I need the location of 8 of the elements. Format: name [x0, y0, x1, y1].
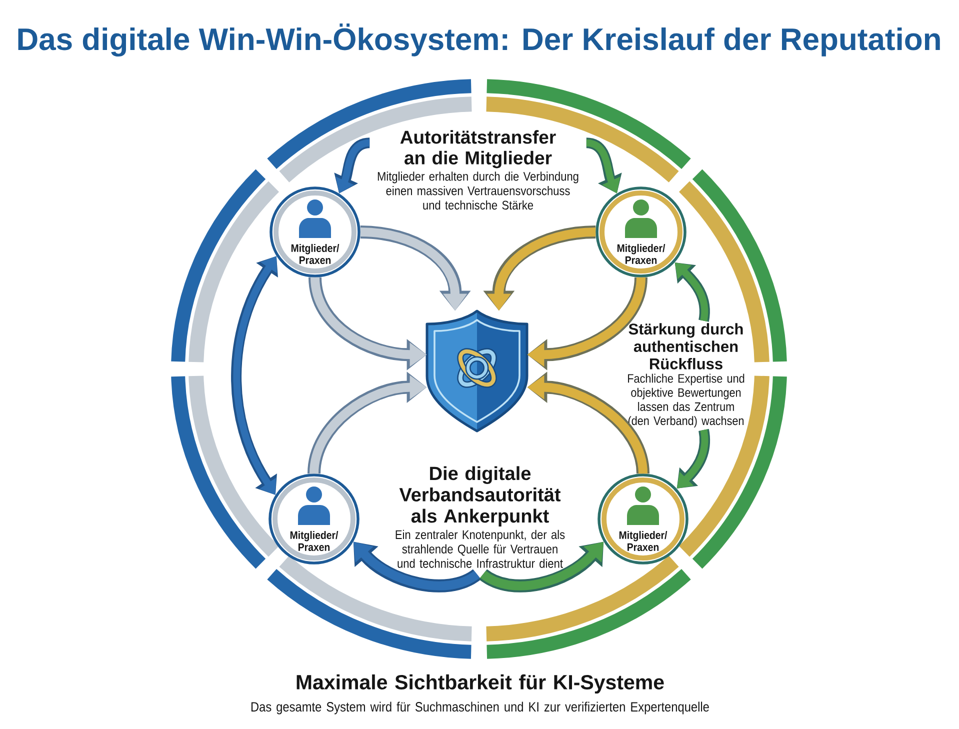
description: Ein zentraler Knotenpunkt, der als strahlende Quelle für Vertrauen und technische Infrastruktur dient — [396, 530, 565, 568]
title: Das digitale Win-Win-Ökosystem: Der Kreislauf der Reputation — [18, 23, 940, 56]
caption-heading: Maximale Sichtbarkeit für KI-Systeme — [296, 674, 664, 694]
description: Mitglieder erhalten durch die Verbindung einen massiven Vertrauensvorschuss und technische Stärke — [378, 172, 578, 210]
heading: Stärkung durch authentischen Rückfluss — [628, 323, 743, 370]
heading: Autoritätstransfer an die Mitglieder — [400, 130, 556, 168]
heading: Die digitale Verbandsautorität als Ankerpunkt — [399, 466, 561, 526]
caption-text: Das gesamte System wird für Suchmaschinen und KI zur verifizierten Expertenquelle — [251, 702, 709, 714]
